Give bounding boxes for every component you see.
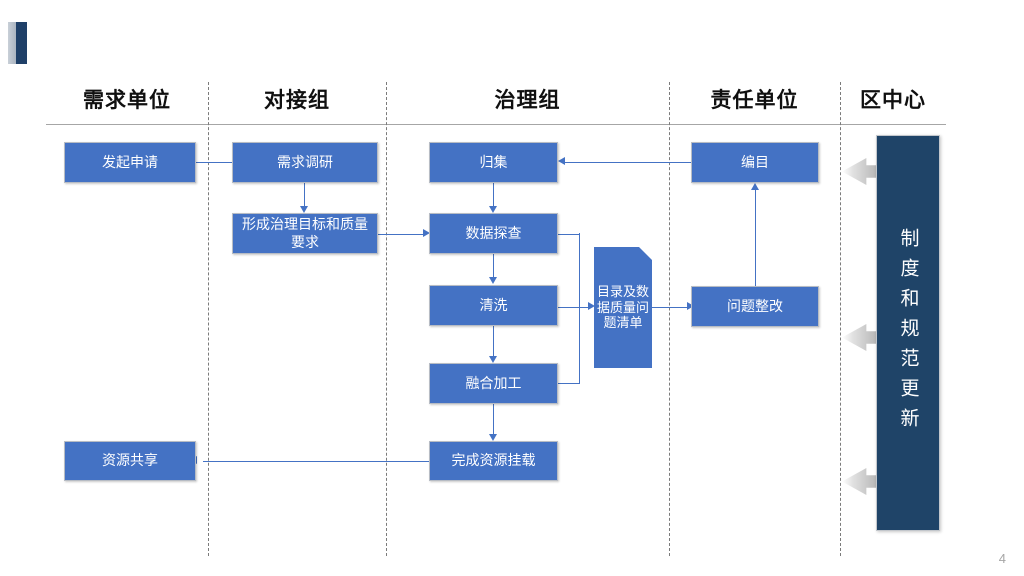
connector-rectification-to-cataloging — [754, 188, 756, 286]
connector-fusion-to-issuelist-h — [558, 382, 580, 384]
accent-bar-dark — [16, 22, 27, 64]
node-collect[interactable]: 归集 — [429, 142, 558, 183]
node-resource-sharing[interactable]: 资源共享 — [64, 441, 196, 481]
node-requirement-research[interactable]: 需求调研 — [232, 142, 378, 183]
connector-research-to-goals — [303, 183, 305, 209]
node-complete-mounting[interactable]: 完成资源挂载 — [429, 441, 558, 481]
accent-decoration — [8, 22, 30, 64]
connector-exploration-to-issuelist-v — [578, 233, 580, 307]
lane-header-responsible-unit: 责任单位 — [710, 89, 799, 112]
node-fusion-processing[interactable]: 融合加工 — [429, 363, 558, 404]
lane-header-demand-unit: 需求单位 — [83, 89, 171, 112]
arrowhead-cleaning-to-issuelist — [588, 302, 595, 310]
arrowhead-research-to-goals — [300, 206, 308, 213]
lane-divider-1 — [208, 82, 209, 556]
arrowhead-rectification-to-cataloging — [751, 183, 759, 190]
arrowhead-issuelist-to-rectification — [687, 302, 694, 310]
lane-divider-3 — [669, 82, 670, 556]
banner-label: 制度和规范更新 — [897, 228, 919, 438]
header-separator-rule — [46, 124, 946, 125]
connector-fusion-to-issuelist-v — [578, 307, 580, 383]
lane-header-district-center: 区中心 — [860, 89, 926, 112]
connector-issuelist-to-rectification — [652, 306, 690, 308]
lane-header-liaison-group: 对接组 — [264, 89, 330, 112]
node-issue-list-label: 目录及数据质量问题清单 — [597, 284, 650, 331]
node-issue-rectification[interactable]: 问题整改 — [691, 286, 819, 327]
arrowhead-fusion-to-mounting — [489, 434, 497, 441]
connector-goals-to-exploration — [377, 233, 425, 235]
connector-fusion-to-mounting — [492, 404, 494, 436]
arrowhead-goals-to-exploration — [423, 229, 430, 237]
arrowhead-cleaning-to-fusion — [489, 356, 497, 363]
page-number: 4 — [998, 551, 1006, 566]
node-initiate-application[interactable]: 发起申请 — [64, 142, 196, 183]
banner-policy-standard-update[interactable]: 制度和规范更新 — [876, 135, 940, 531]
lane-divider-2 — [386, 82, 387, 556]
lane-divider-4 — [840, 82, 841, 556]
accent-bar-light — [8, 22, 16, 64]
connector-exploration-to-cleaning — [492, 254, 494, 280]
connector-collect-to-exploration — [492, 183, 494, 209]
node-form-goals[interactable]: 形成治理目标和质量要求 — [232, 213, 378, 254]
lane-header-governance-group: 治理组 — [494, 89, 561, 112]
arrowhead-cataloging-to-collect — [558, 157, 565, 165]
connector-cleaning-to-issuelist — [558, 306, 591, 308]
connector-exploration-to-issuelist-h — [558, 233, 580, 235]
node-cataloging[interactable]: 编目 — [691, 142, 819, 183]
connector-cataloging-to-collect — [564, 161, 692, 163]
connector-initiate-to-research — [196, 161, 234, 163]
node-cleaning[interactable]: 清洗 — [429, 285, 558, 326]
arrowhead-exploration-to-cleaning — [489, 277, 497, 284]
arrowhead-collect-to-exploration — [489, 206, 497, 213]
connector-cleaning-to-fusion — [492, 325, 494, 358]
node-data-exploration[interactable]: 数据探查 — [429, 213, 558, 254]
node-issue-list[interactable]: 目录及数据质量问题清单 — [594, 247, 652, 368]
connector-mounting-to-sharing — [203, 460, 429, 462]
